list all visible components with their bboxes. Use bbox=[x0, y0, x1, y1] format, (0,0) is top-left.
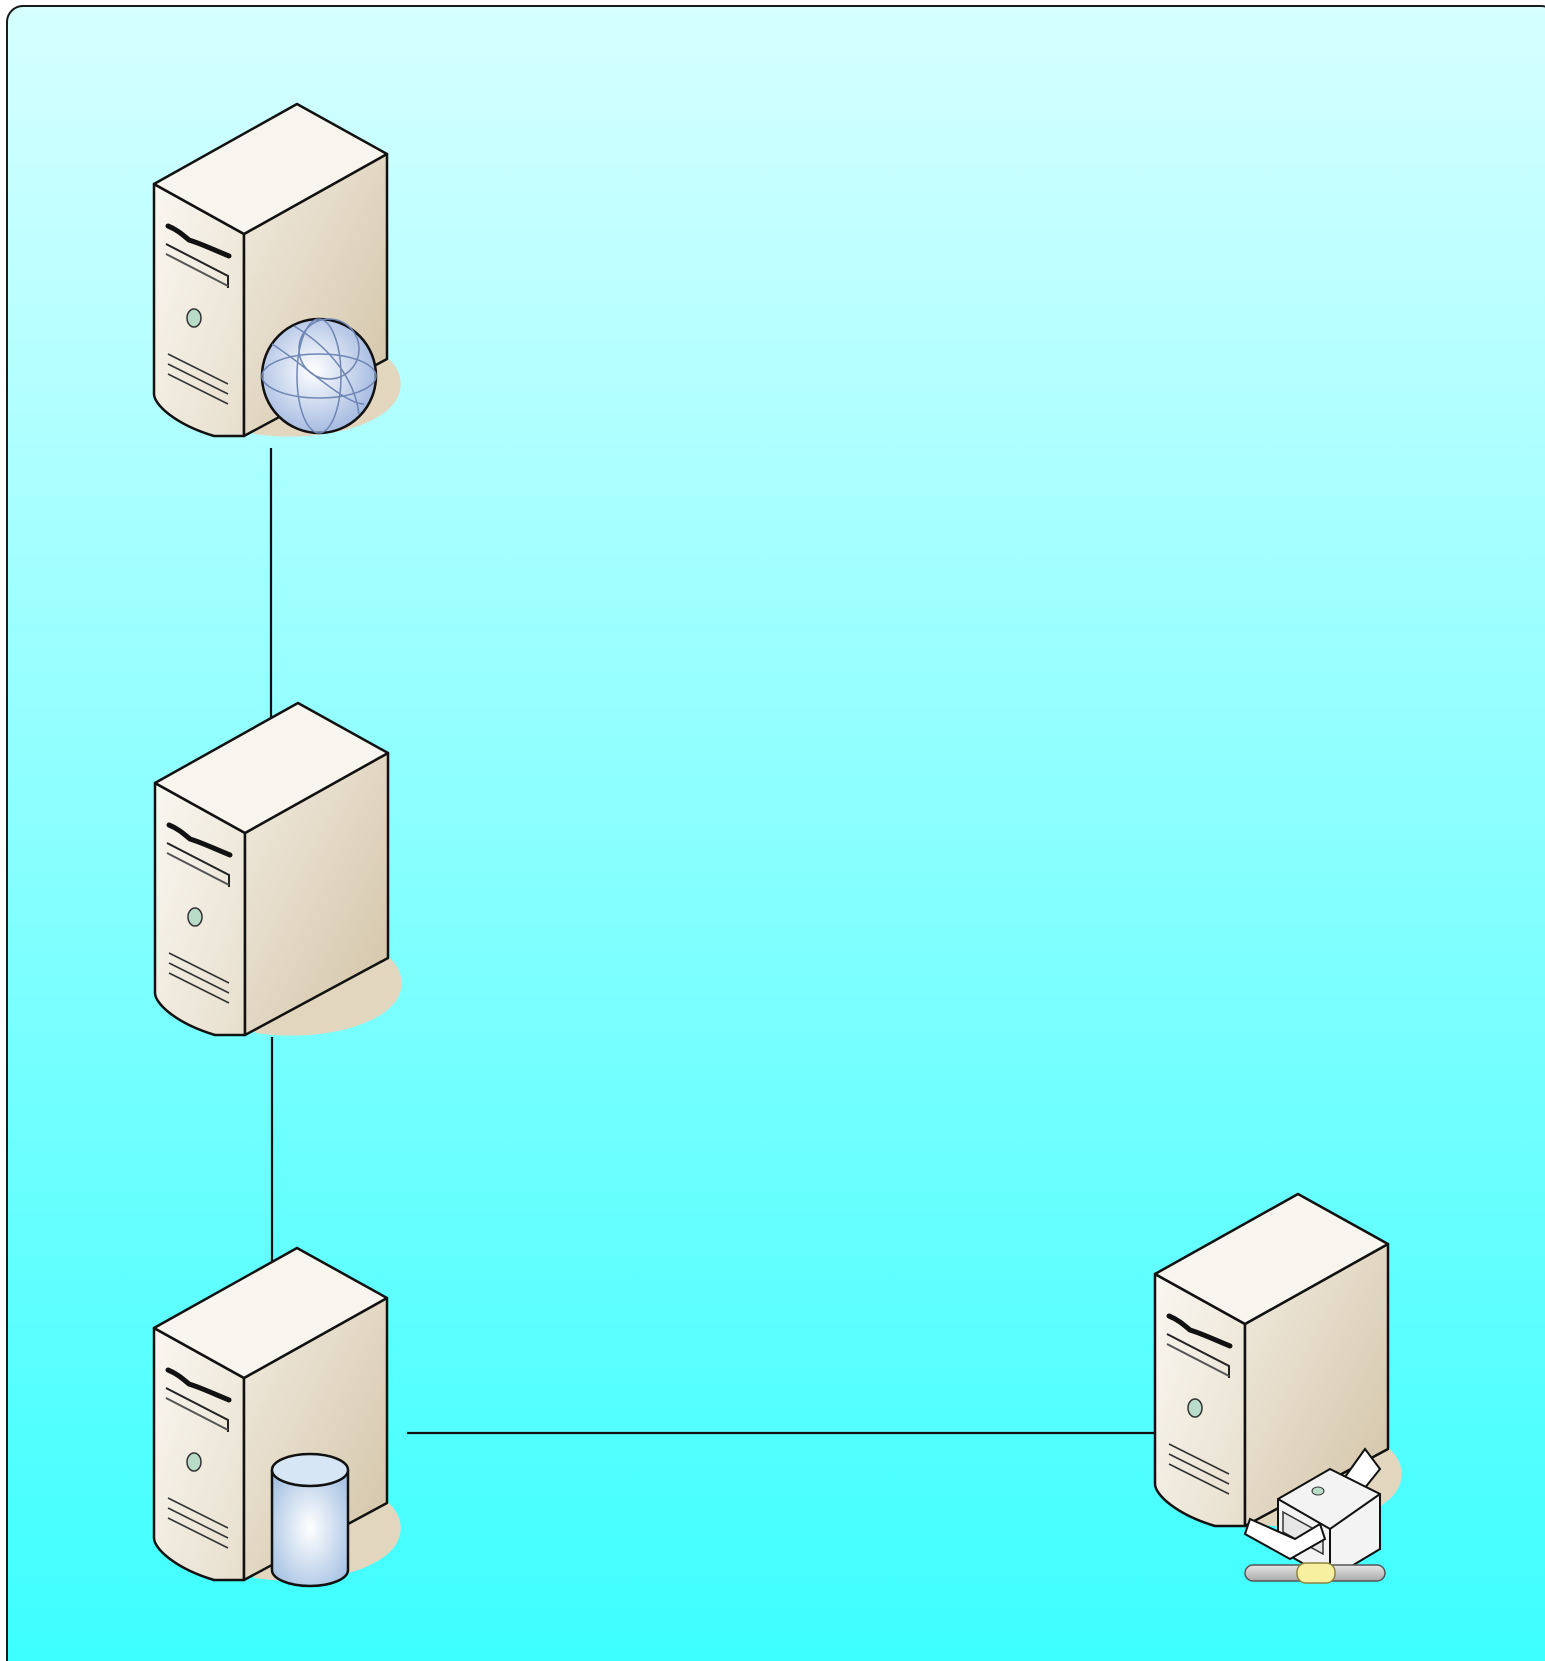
database-server[interactable] bbox=[152, 1246, 401, 1588]
database-icon bbox=[270, 1452, 350, 1588]
app-server[interactable] bbox=[153, 701, 402, 1037]
server-icon bbox=[153, 701, 402, 1037]
web-server[interactable] bbox=[152, 102, 401, 438]
links bbox=[269, 448, 1157, 1435]
globe-icon bbox=[260, 317, 378, 435]
server-icon bbox=[1153, 1192, 1402, 1528]
printer-icon bbox=[1243, 1447, 1382, 1581]
network-bus-icon bbox=[1244, 1562, 1386, 1584]
diagram-background bbox=[6, 5, 1545, 1661]
print-server[interactable] bbox=[1153, 1192, 1402, 1584]
